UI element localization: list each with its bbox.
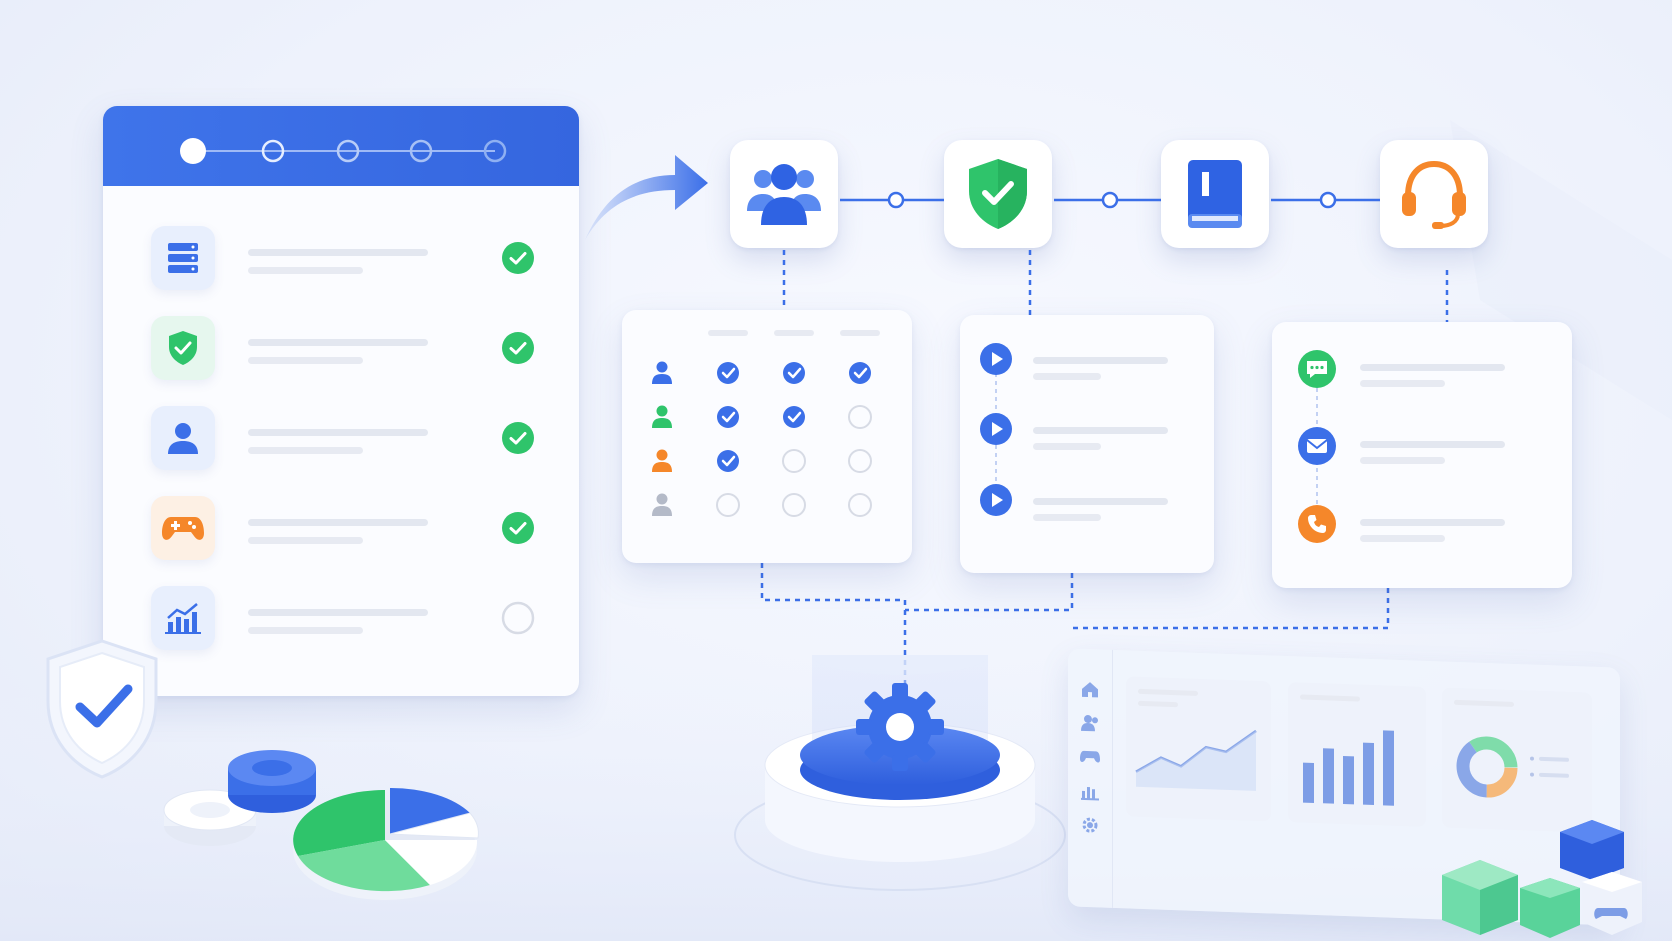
video-2-sub-line (1033, 443, 1101, 450)
checklist-card (103, 106, 579, 696)
coins-icon (163, 750, 316, 846)
unchecked-box-icon[interactable] (848, 405, 872, 429)
unchecked-box-icon[interactable] (848, 449, 872, 473)
play-icon[interactable] (979, 483, 1013, 517)
gamepad-icon[interactable] (1079, 749, 1101, 766)
stepper[interactable] (103, 106, 579, 186)
row-1-title-line (248, 249, 428, 256)
video-1-sub-line (1033, 373, 1101, 380)
matrix-user-icon (652, 449, 672, 472)
users-group-icon (747, 164, 821, 225)
checked-box-icon[interactable] (717, 406, 739, 428)
phone-icon[interactable] (1297, 504, 1337, 544)
cubes-icon (1442, 820, 1642, 938)
matrix-user-icon (652, 405, 672, 428)
row-5-sub-line (248, 627, 363, 634)
checked-box-icon[interactable] (783, 362, 805, 384)
home-icon[interactable] (1080, 679, 1100, 700)
matrix-user-icon (652, 361, 672, 384)
check-circle-icon[interactable] (501, 511, 535, 545)
row-4-title-line (248, 519, 428, 526)
channel-1-title-line (1360, 364, 1505, 371)
line-chart-widget (1126, 676, 1271, 822)
bar-chart-icon[interactable] (1080, 781, 1100, 802)
row-5-title-line (248, 609, 428, 616)
gear-platform (734, 655, 1066, 891)
bar-chart-icon (151, 586, 215, 650)
row-4-sub-line (248, 537, 363, 544)
channel-3-title-line (1360, 519, 1505, 526)
mail-icon[interactable] (1297, 426, 1337, 466)
step-2-indicator (261, 139, 285, 163)
row-1-sub-line (248, 267, 363, 274)
step-1-indicator (180, 138, 206, 164)
shield-check-icon (151, 316, 215, 380)
book-icon (1188, 160, 1242, 228)
permissions-matrix-card (622, 310, 912, 563)
checked-box-icon[interactable] (717, 362, 739, 384)
gamepad-icon (151, 496, 215, 560)
channel-3-sub-line (1360, 535, 1445, 542)
row-2-sub-line (248, 357, 363, 364)
row-2-title-line (248, 339, 428, 346)
column-header-2 (774, 330, 814, 336)
users-icon[interactable] (1080, 713, 1100, 734)
video-1-title-line (1033, 357, 1168, 364)
unchecked-box-icon[interactable] (716, 493, 740, 517)
dashboard-preview (1068, 648, 1620, 926)
shield-check-icon (969, 159, 1027, 229)
check-circle-icon[interactable] (501, 331, 535, 365)
video-3-title-line (1033, 498, 1168, 505)
permissions-grid[interactable] (622, 310, 912, 563)
contact-channels-card (1272, 322, 1572, 588)
headset-icon (1402, 160, 1466, 229)
unchecked-box-icon[interactable] (782, 493, 806, 517)
checklist-header (103, 106, 579, 186)
column-header-1 (708, 330, 748, 336)
empty-circle-icon[interactable] (501, 601, 535, 635)
gear-icon[interactable] (1080, 815, 1100, 836)
channel-2-title-line (1360, 441, 1505, 448)
checked-box-icon[interactable] (849, 362, 871, 384)
users-group-tile[interactable] (730, 140, 838, 248)
video-2-title-line (1033, 427, 1168, 434)
checked-box-icon[interactable] (783, 406, 805, 428)
bar-chart-widget (1288, 682, 1426, 827)
channel-timeline (1316, 372, 1318, 527)
unchecked-box-icon[interactable] (782, 449, 806, 473)
step-5-indicator (483, 139, 507, 163)
channel-1-sub-line (1360, 380, 1445, 387)
pie-chart-icon (293, 787, 479, 900)
play-icon[interactable] (979, 412, 1013, 446)
play-icon[interactable] (979, 342, 1013, 376)
shield-check-icon (46, 639, 158, 779)
donut-chart-widget (1442, 687, 1592, 833)
gear-icon (856, 683, 944, 771)
user-icon (151, 406, 215, 470)
knowledge-tile[interactable] (1161, 140, 1269, 248)
row-3-title-line (248, 429, 428, 436)
support-tile[interactable] (1380, 140, 1488, 248)
security-tile[interactable] (944, 140, 1052, 248)
matrix-user-icon (652, 493, 672, 516)
video-3-sub-line (1033, 514, 1101, 521)
check-circle-icon[interactable] (501, 241, 535, 275)
checked-box-icon[interactable] (717, 450, 739, 472)
server-icon (151, 226, 215, 290)
row-3-sub-line (248, 447, 363, 454)
chat-icon[interactable] (1297, 349, 1337, 389)
video-list-card (960, 315, 1214, 573)
step-4-indicator (409, 139, 433, 163)
column-header-3 (840, 330, 880, 336)
curved-arrow-icon (585, 155, 708, 240)
check-circle-icon[interactable] (501, 421, 535, 455)
channel-2-sub-line (1360, 457, 1445, 464)
unchecked-box-icon[interactable] (848, 493, 872, 517)
step-3-indicator (336, 139, 360, 163)
